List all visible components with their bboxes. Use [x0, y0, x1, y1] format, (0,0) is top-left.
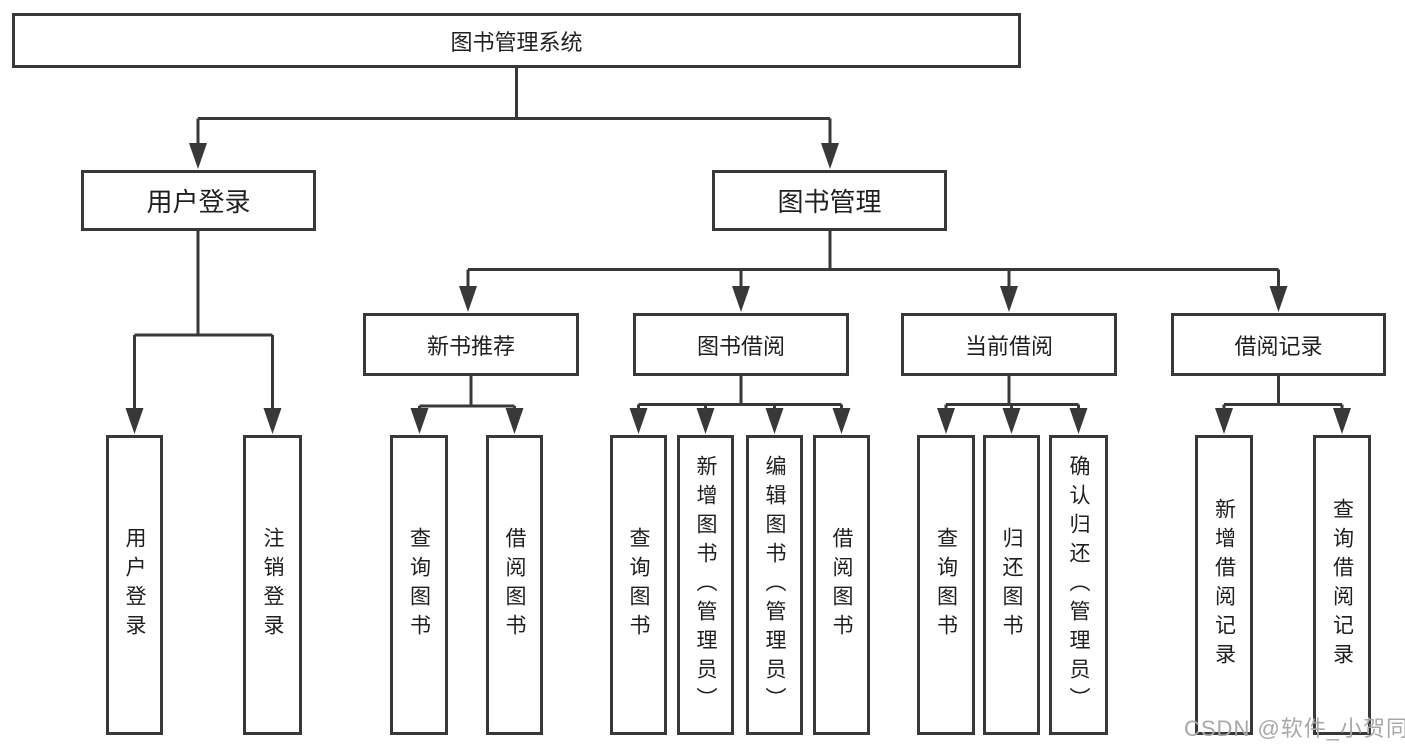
leaf-query-books-recommend: 查询图书	[390, 435, 448, 735]
leaf-query-borrow-record: 查询借阅记录	[1313, 435, 1371, 735]
node-book-borrow-label: 图书借阅	[696, 333, 785, 359]
connector-line	[1222, 376, 1344, 412]
connector-line	[133, 231, 274, 412]
connector-user-login	[125, 231, 282, 434]
node-book-management-label: 图书管理	[777, 187, 882, 217]
leaf-return-book: 归还图书	[983, 435, 1040, 735]
node-book-borrow: 图书借阅	[633, 313, 849, 376]
arrowhead-icon	[821, 143, 839, 169]
connector-book-management	[459, 231, 1288, 312]
arrowhead-icon	[1000, 286, 1018, 312]
arrowhead-icon	[263, 408, 282, 434]
leaf-logout-label: 注销登录	[261, 527, 284, 643]
leaf-query-books-current: 查询图书	[917, 435, 975, 735]
node-borrow-records-label: 借阅记录	[1234, 333, 1323, 359]
connector-line	[196, 68, 832, 146]
node-book-management: 图书管理	[712, 170, 947, 231]
leaf-query-books-borrow-label: 查询图书	[627, 527, 650, 643]
leaf-add-book-admin: 新增图书（管理员）	[677, 435, 734, 735]
connector-line	[466, 231, 1280, 290]
arrowhead-icon	[1333, 408, 1351, 434]
leaf-confirm-return-admin: 确认归还（管理员）	[1049, 435, 1108, 735]
node-current-borrow: 当前借阅	[901, 313, 1117, 376]
leaf-add-book-admin-label: 新增图书（管理员）	[694, 454, 717, 716]
arrowhead-icon	[629, 408, 648, 434]
arrowhead-icon	[732, 286, 750, 312]
leaf-user-login-label: 用户登录	[123, 527, 146, 643]
leaf-borrow-books-label: 借阅图书	[830, 527, 853, 643]
node-user-login-label: 用户登录	[146, 187, 251, 217]
arrowhead-icon	[1069, 408, 1088, 434]
leaf-user-login: 用户登录	[106, 435, 163, 735]
arrowhead-icon	[189, 143, 207, 169]
connector-line	[418, 376, 516, 412]
leaf-edit-book-admin-label: 编辑图书（管理员）	[763, 454, 786, 716]
node-new-book-recommend: 新书推荐	[363, 313, 579, 376]
leaf-logout: 注销登录	[243, 435, 302, 735]
connector-borrow-records	[1215, 376, 1351, 434]
leaf-query-books-current-label: 查询图书	[934, 527, 958, 643]
leaf-query-books-borrow: 查询图书	[610, 435, 667, 735]
arrowhead-icon	[1269, 286, 1288, 312]
connector-line	[637, 376, 843, 412]
leaf-add-borrow-record-label: 新增借阅记录	[1212, 498, 1236, 672]
node-user-login: 用户登录	[81, 170, 316, 231]
leaf-query-borrow-record-label: 查询借阅记录	[1330, 498, 1354, 672]
leaf-confirm-return-admin-label: 确认归还（管理员）	[1067, 454, 1090, 716]
arrowhead-icon	[937, 408, 955, 434]
connector-line	[944, 376, 1080, 412]
connector-current-borrow	[937, 376, 1088, 434]
leaf-borrow-books-recommend-label: 借阅图书	[503, 527, 526, 643]
connector-new-book-recommend	[410, 376, 524, 434]
arrowhead-icon	[832, 408, 851, 434]
connector-root	[189, 68, 839, 169]
arrowhead-icon	[1002, 408, 1021, 434]
arrowhead-icon	[459, 286, 477, 312]
arrowhead-icon	[1215, 408, 1233, 434]
leaf-query-books-recommend-label: 查询图书	[407, 527, 431, 643]
arrowhead-icon	[125, 408, 144, 434]
node-root: 图书管理系统	[12, 13, 1021, 68]
watermark: CSDN @软件_小贺同学	[1184, 716, 1405, 741]
node-borrow-records: 借阅记录	[1171, 313, 1386, 376]
node-new-book-recommend-label: 新书推荐	[426, 333, 515, 359]
leaf-borrow-books-recommend: 借阅图书	[486, 435, 543, 735]
arrowhead-icon	[410, 408, 429, 434]
node-current-borrow-label: 当前借阅	[964, 333, 1053, 359]
node-root-label: 图书管理系统	[450, 29, 583, 55]
arrowhead-icon	[696, 408, 715, 434]
connector-book-borrow	[629, 376, 851, 434]
leaf-borrow-books: 借阅图书	[813, 435, 870, 735]
leaf-return-book-label: 归还图书	[1000, 527, 1023, 643]
arrowhead-icon	[505, 408, 524, 434]
arrowhead-icon	[765, 408, 784, 434]
leaf-edit-book-admin: 编辑图书（管理员）	[746, 435, 803, 735]
leaf-add-borrow-record: 新增借阅记录	[1195, 435, 1253, 735]
